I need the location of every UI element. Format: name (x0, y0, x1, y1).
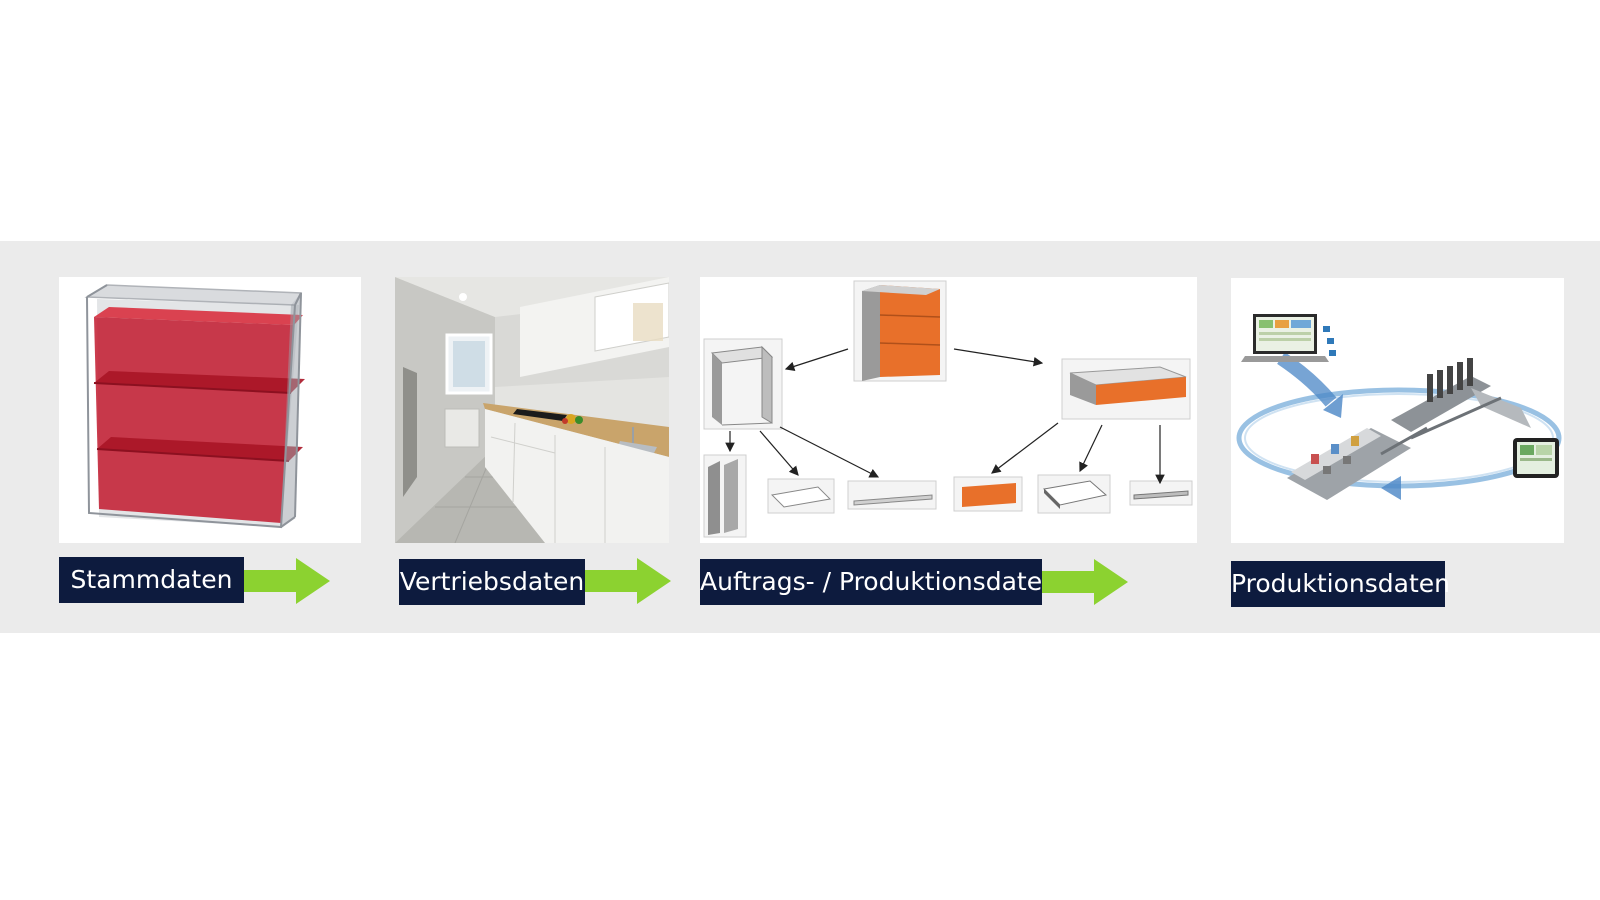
stammdaten-image (59, 277, 361, 543)
cabinet-illustration (59, 277, 361, 543)
auftragsdaten-image (700, 277, 1197, 543)
arrow-right-icon (244, 558, 330, 604)
step-label-vertriebsdaten: Vertriebsdaten (399, 559, 585, 605)
kitchen-illustration (395, 277, 669, 543)
drawer-cabinet (853, 280, 947, 382)
production-line-illustration (1231, 278, 1564, 543)
tablet-icon (1513, 438, 1559, 478)
arrow-right-icon (1042, 559, 1128, 605)
parts-breakdown-diagram (700, 277, 1197, 543)
step-label-stammdaten: Stammdaten (59, 557, 244, 603)
drawer-bottom (1037, 474, 1111, 514)
back-rail (847, 480, 937, 510)
step-label-auftragsdaten: Auftrags- / Produktionsdaten (700, 559, 1058, 605)
arrow-right-icon (585, 558, 671, 604)
flow-arrows (725, 348, 1165, 485)
network-icon (1323, 326, 1336, 356)
production-machinery (1287, 358, 1531, 500)
drawer-box (1061, 358, 1191, 420)
front-panel (953, 476, 1023, 512)
step-label-produktionsdaten: Produktionsdaten (1231, 561, 1450, 607)
drawer-runner (1129, 480, 1193, 506)
side-panels (703, 454, 747, 538)
bottom-panel (767, 478, 835, 514)
vertriebsdaten-image (395, 277, 669, 543)
carcass (703, 338, 783, 430)
laptop-icon (1241, 314, 1329, 362)
produktionsdaten-image (1231, 278, 1564, 543)
